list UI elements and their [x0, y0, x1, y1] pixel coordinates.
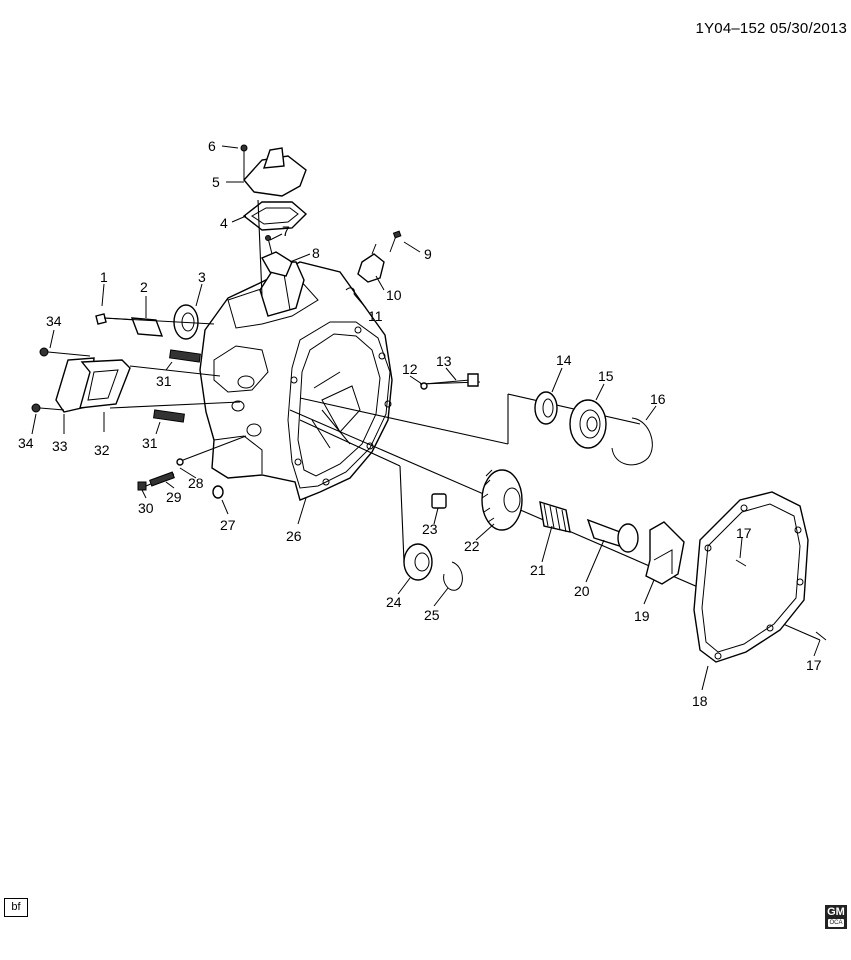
callout-34-upper: 34: [46, 313, 62, 329]
gm-logo: GM OCA: [825, 905, 847, 929]
callout-5: 5: [212, 174, 220, 190]
top-cover-gasket: [242, 201, 308, 231]
callout-18: 18: [692, 693, 708, 709]
callout-9: 9: [424, 246, 432, 262]
callout-26: 26: [286, 528, 302, 544]
callout-27: 27: [220, 517, 236, 533]
rear-cover-gasket: [693, 491, 827, 663]
callout-29: 29: [166, 489, 182, 505]
bf-label-box: bf: [4, 898, 28, 917]
callout-15: 15: [598, 368, 614, 384]
callout-10: 10: [386, 287, 402, 303]
callout-14: 14: [556, 352, 572, 368]
callout-31-upper: 31: [156, 373, 172, 389]
input-sleeve: [130, 317, 164, 337]
input-side-parts: [95, 304, 215, 340]
callout-33: 33: [52, 438, 68, 454]
callout-1: 1: [100, 269, 108, 285]
callout-16: 16: [650, 391, 666, 407]
bolt-13: [420, 373, 479, 390]
callout-17-lower: 17: [806, 657, 822, 673]
output-gear-train: [481, 469, 685, 585]
callout-20: 20: [574, 583, 590, 599]
gm-logo-main: GM: [827, 906, 845, 918]
diagram-reference-code: 1Y04–152 05/30/2013: [695, 20, 847, 37]
callout-32: 32: [94, 442, 110, 458]
callout-24: 24: [386, 594, 402, 610]
callout-31-lower: 31: [142, 435, 158, 451]
callout-22: 22: [464, 538, 480, 554]
callout-13: 13: [436, 353, 452, 369]
callout-leaders: [31, 145, 821, 691]
callout-12: 12: [402, 361, 418, 377]
transmission-case-housing: [199, 261, 393, 501]
lower-bearing-set: [403, 493, 463, 591]
side-cover-parts: [31, 347, 241, 413]
callout-17-upper: 17: [736, 525, 752, 541]
upper-sensor-parts: [261, 230, 402, 295]
callout-8: 8: [312, 245, 320, 261]
side-cover-gasket: [79, 359, 131, 409]
callout-23: 23: [422, 521, 438, 537]
callout-28: 28: [188, 475, 204, 491]
drive-gear: [481, 469, 523, 531]
callout-30: 30: [138, 500, 154, 516]
callout-6: 6: [208, 138, 216, 154]
output-bearing-set: [534, 391, 653, 466]
callout-11: 11: [368, 308, 383, 324]
extension-part: [645, 521, 685, 585]
callout-25: 25: [424, 607, 440, 623]
callout-21: 21: [530, 562, 546, 578]
callout-19: 19: [634, 608, 650, 624]
studs: [153, 349, 201, 423]
drain-plug-washer: [212, 485, 224, 499]
bracket: [261, 251, 293, 277]
callout-7: 7: [282, 223, 290, 239]
gm-logo-sub: OCA: [828, 919, 844, 927]
cover-bolt: [240, 144, 248, 152]
top-cover-assembly: [240, 144, 308, 297]
callout-labels: 1 2 3 4 5 6 7 8 9 10 11 12 13 14 15 16 1…: [18, 138, 822, 709]
callout-3: 3: [198, 269, 206, 285]
speed-sensor: [357, 253, 385, 283]
callout-34-lower: 34: [18, 435, 34, 451]
callout-4: 4: [220, 215, 228, 231]
callout-2: 2: [140, 279, 148, 295]
